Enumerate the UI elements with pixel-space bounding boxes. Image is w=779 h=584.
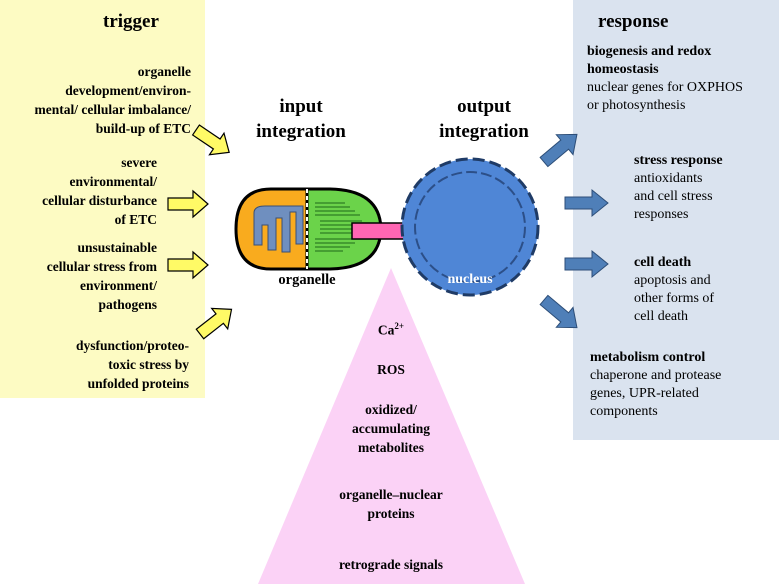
trigger-item-2: severe environmental/ cellular disturban… — [42, 153, 157, 229]
response-item-3-title: cell death — [634, 255, 692, 270]
signal-calcium: Ca2+ — [301, 317, 481, 340]
trigger-item-4-line-3: unfolded proteins — [87, 376, 189, 391]
output-integration-label: output integration — [432, 94, 536, 144]
signal-proteins-line-2: proteins — [367, 506, 415, 521]
trigger-item-4: dysfunction/proteo- toxic stress by unfo… — [76, 336, 189, 393]
signal-metabolites-line-1: oxidized/ — [365, 402, 417, 417]
signal-metabolites: oxidized/ accumulating metabolites — [301, 400, 481, 457]
trigger-item-4-line-1: dysfunction/proteo- — [75, 338, 189, 353]
trigger-item-1-line-1: organelle — [137, 64, 191, 79]
organelle-icon — [234, 187, 383, 271]
output-arrow-3 — [564, 249, 609, 279]
response-panel — [573, 0, 779, 440]
trigger-item-3-line-3: environment/ — [80, 278, 157, 293]
organelle-label: organelle — [278, 272, 336, 288]
trigger-item-1-line-2: development/environ- — [65, 83, 191, 98]
output-integration-line-1: output — [457, 96, 511, 117]
response-item-2-desc-line-2: and cell stress — [634, 189, 713, 204]
signal-calcium-base: Ca — [377, 322, 395, 338]
trigger-item-1-line-4: build-up of ETC — [95, 121, 191, 136]
response-item-1-desc-line-2: or photosynthesis — [587, 98, 686, 113]
output-arrow-2 — [564, 188, 609, 218]
input-integration-label: input integration — [250, 94, 352, 144]
trigger-item-3-line-2: cellular stress from — [46, 259, 157, 274]
signal-proteins: organelle–nuclear proteins — [301, 485, 481, 523]
response-item-2-desc-line-3: responses — [634, 207, 689, 222]
trigger-item-2-line-1: severe — [121, 155, 157, 170]
signal-metabolites-line-3: metabolites — [358, 440, 424, 455]
output-integration-line-2: integration — [439, 121, 529, 142]
trigger-item-2-line-3: cellular disturbance — [42, 193, 157, 208]
input-integration-line-2: integration — [256, 121, 346, 142]
response-item-2-desc-line-1: antioxidants — [634, 171, 703, 186]
response-item-3-desc-line-1: apoptosis and — [634, 273, 711, 288]
trigger-item-3-line-4: pathogens — [98, 297, 157, 312]
signal-triangle — [258, 268, 525, 584]
signal-calcium-charge: 2+ — [394, 321, 405, 331]
response-item-3-desc-line-3: cell death — [634, 309, 689, 324]
trigger-item-2-line-4: of ETC — [114, 212, 157, 227]
nucleus-icon — [400, 157, 540, 297]
input-arrow-4 — [195, 307, 233, 340]
signal-metabolites-line-2: accumulating — [351, 421, 430, 436]
response-heading: response — [598, 11, 669, 32]
input-arrow-1 — [191, 124, 230, 156]
input-arrow-2 — [167, 189, 209, 219]
response-item-2-title: stress response — [634, 153, 723, 168]
response-item-4-desc-line-1: chaperone and protease — [590, 368, 722, 383]
trigger-item-3: unsustainable cellular stress from envir… — [47, 238, 157, 314]
response-item-4: metabolism control chaperone and proteas… — [590, 349, 777, 421]
trigger-item-4-line-2: toxic stress by — [108, 357, 189, 372]
trigger-item-1-line-3: mental/ cellular imbalance/ — [34, 102, 191, 117]
response-item-4-desc-line-2: genes, UPR-related — [590, 386, 699, 401]
input-arrow-3 — [167, 250, 209, 280]
input-integration-line-1: input — [279, 96, 323, 117]
nucleus-label: nucleus — [447, 272, 493, 287]
response-item-3: cell death apoptosis and other forms of … — [634, 254, 777, 326]
output-arrow-1 — [539, 133, 578, 168]
response-item-4-desc-line-3: components — [590, 404, 658, 419]
output-arrow-4 — [539, 294, 578, 329]
response-item-2: stress response antioxidants and cell st… — [634, 152, 777, 224]
trigger-item-3-line-1: unsustainable — [77, 240, 157, 255]
response-item-1-title-line-1: biogenesis and redox — [587, 44, 712, 59]
signal-proteins-line-1: organelle–nuclear — [339, 487, 443, 502]
signal-ros: ROS — [377, 362, 405, 377]
response-item-1-desc-line-1: nuclear genes for OXPHOS — [587, 80, 743, 95]
signal-retrograde: retrograde signals — [338, 557, 444, 572]
trigger-item-1: organelle development/environ- mental/ c… — [35, 62, 191, 138]
response-item-4-title: metabolism control — [590, 350, 706, 365]
trigger-item-2-line-2: environmental/ — [69, 174, 158, 189]
response-item-1: biogenesis and redox homeostasis nuclear… — [587, 43, 777, 115]
response-item-3-desc-line-2: other forms of — [634, 291, 715, 306]
response-item-1-title-line-2: homeostasis — [587, 62, 659, 77]
trigger-heading: trigger — [103, 11, 159, 32]
